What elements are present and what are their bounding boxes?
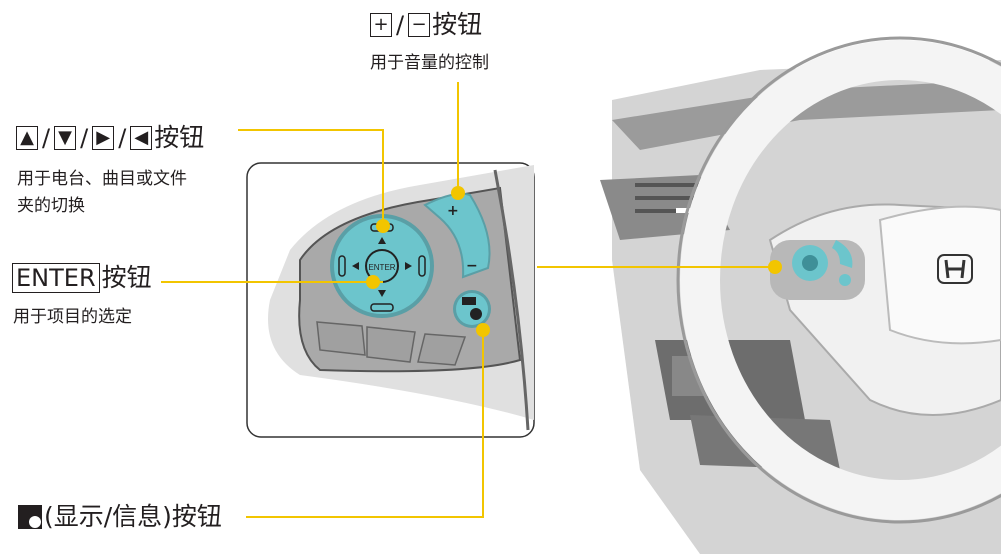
- separator: /: [396, 11, 405, 39]
- separator: /: [80, 124, 89, 152]
- volume-description: 用于音量的控制: [370, 53, 489, 73]
- arrow-buttons-description: 用于电台、曲目或文件 夹的切换: [17, 166, 187, 220]
- steering-wheel: [676, 36, 1001, 524]
- suffix: 按钮: [432, 10, 483, 39]
- enter-description: 用于项目的选定: [13, 307, 132, 327]
- callout-lines: [161, 82, 775, 518]
- left-key-icon: ◀: [130, 126, 153, 150]
- display-info-icon: [18, 505, 42, 529]
- plus-key-icon: +: [370, 13, 392, 37]
- honda-logo: [937, 254, 973, 284]
- down-key-icon: ▼: [54, 126, 77, 150]
- plus-glyph: +: [447, 203, 459, 219]
- inset-panel: ENTER + −: [246, 162, 535, 438]
- info-button-title: (显示/信息)按钮: [18, 502, 222, 532]
- description-line: 夹的切换: [17, 196, 85, 216]
- volume-button-title: + / − 按钮: [370, 10, 482, 40]
- up-key-icon: ▲: [16, 126, 38, 150]
- description-line: 用于电台、曲目或文件: [17, 169, 187, 189]
- suffix: 按钮: [154, 123, 205, 152]
- display-icon: [462, 297, 476, 305]
- separator: /: [42, 124, 51, 152]
- enter-button-text: ENTER: [368, 263, 395, 272]
- right-key-icon: ▶: [92, 126, 115, 150]
- callout-dots: [366, 186, 782, 337]
- enter-button-title: ENTER 按钮: [12, 263, 152, 293]
- info-icon: [470, 308, 482, 320]
- minus-key-icon: −: [408, 13, 431, 37]
- minus-glyph: −: [466, 258, 478, 274]
- enter-key-icon: ENTER: [12, 263, 100, 293]
- suffix: 按钮: [101, 263, 152, 292]
- separator: /: [118, 124, 127, 152]
- info-label: (显示/信息)按钮: [44, 502, 222, 531]
- arrow-buttons-title: ▲ / ▼ / ▶ / ◀ 按钮: [16, 123, 204, 153]
